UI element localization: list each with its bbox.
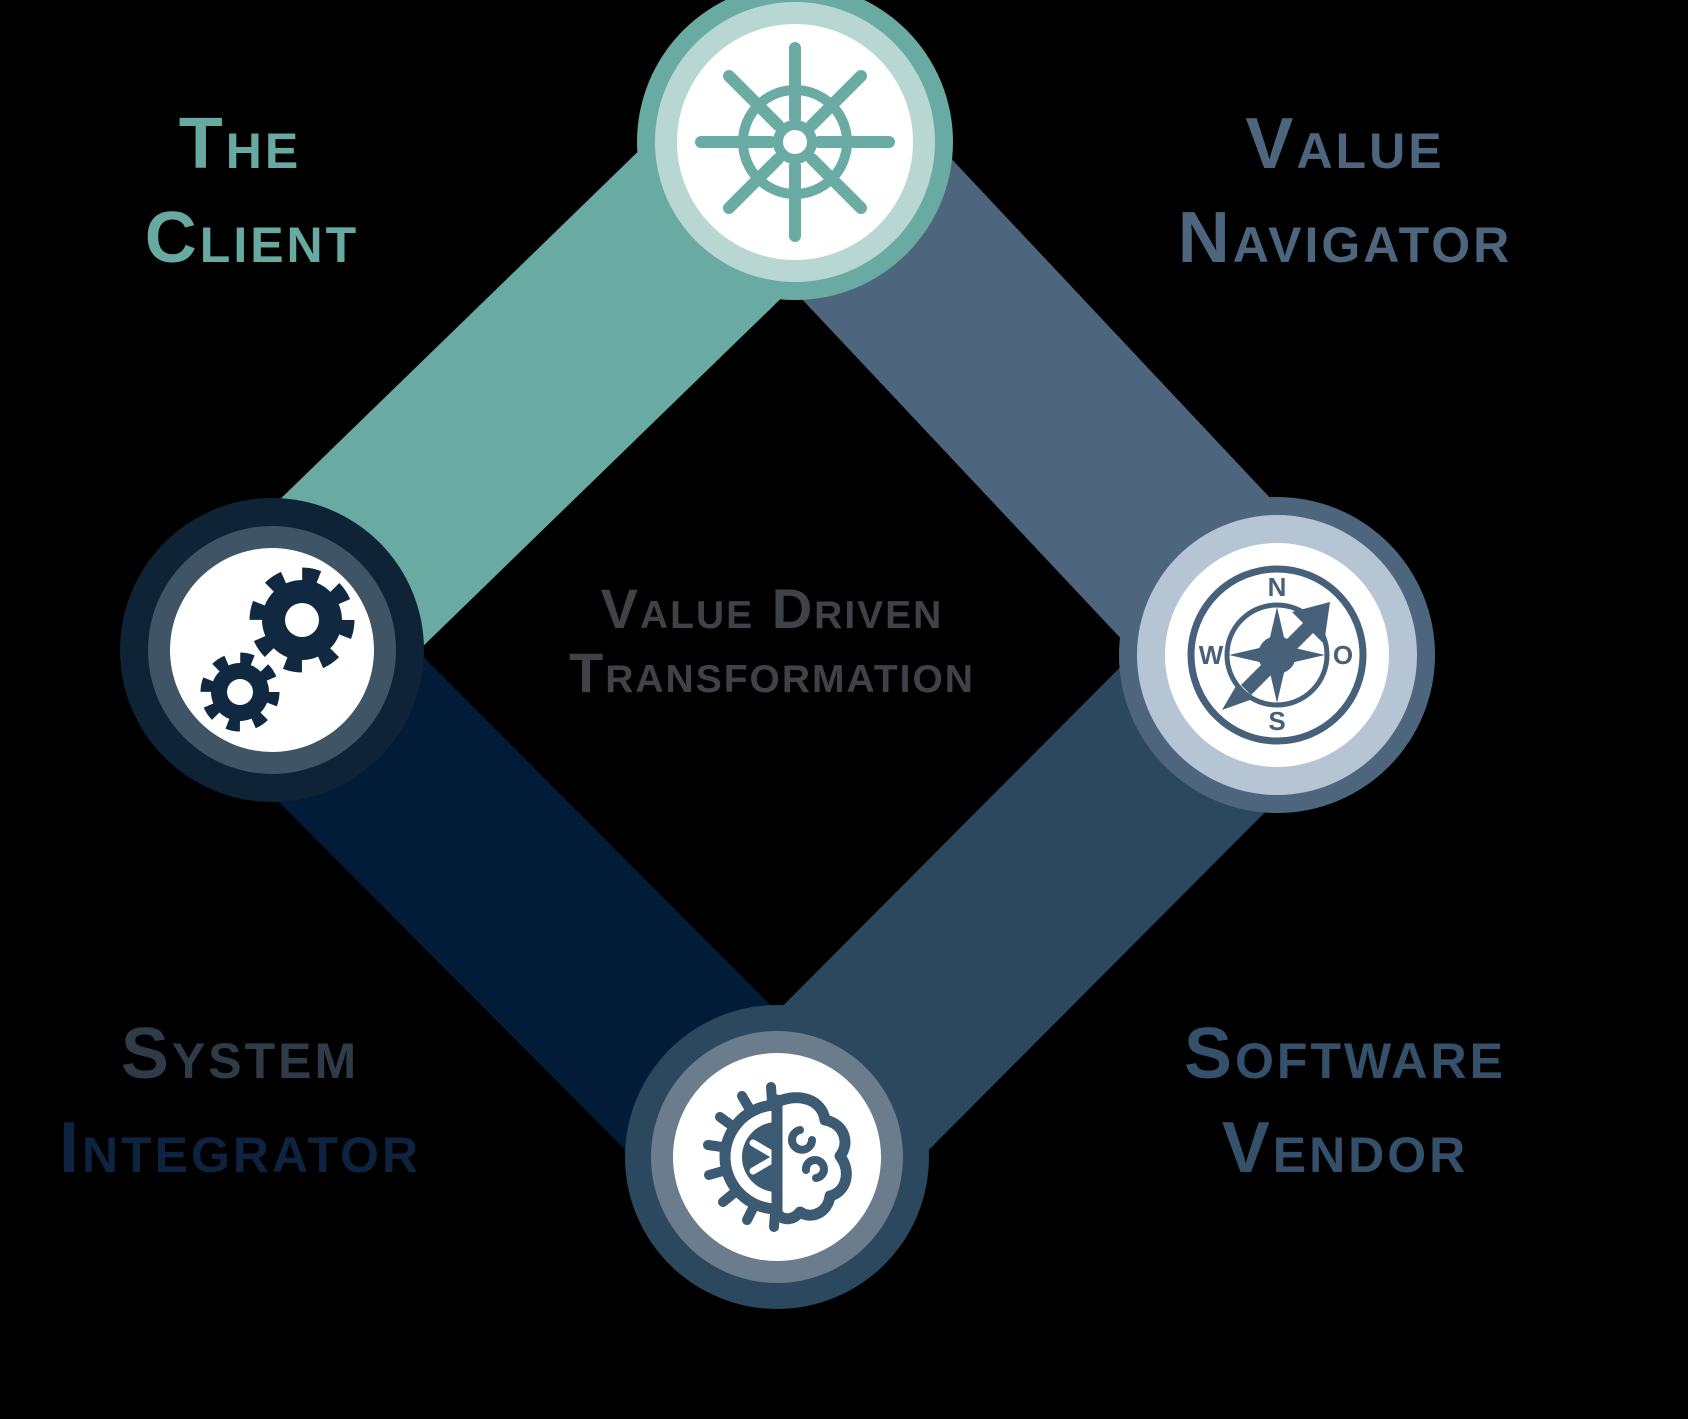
small-gear-teeth [200, 652, 280, 732]
label-system-integrator-line1: System [121, 1014, 359, 1094]
helm-icon [695, 42, 895, 242]
brain-gear-half-ring [719, 1099, 783, 1215]
compass-letter-south: S [1268, 706, 1285, 736]
label-software-vendor: Software Vendor [1184, 1014, 1506, 1188]
brain-gear-half-disc [742, 1122, 777, 1192]
label-client-line2: Client [145, 198, 359, 278]
label-software-vendor-line1: Software [1184, 1014, 1506, 1094]
label-client-line1: The [179, 104, 301, 184]
center-title: Value Driven Transformation [569, 577, 975, 704]
label-system-integrator-line2: Integrator [59, 1108, 421, 1188]
compass-letter-north: N [1268, 572, 1287, 602]
compass-center-dot [1258, 636, 1296, 674]
node-system-integrator [120, 498, 424, 802]
label-client: The Client [145, 104, 359, 278]
helm-hub [773, 120, 817, 164]
node-software-vendor [625, 1005, 929, 1309]
large-gear-hole [285, 603, 319, 637]
center-title-line2: Transformation [569, 641, 975, 704]
label-value-navigator-line2: Navigator [1178, 198, 1513, 278]
small-gear-hole [227, 679, 253, 705]
gears-icon [200, 567, 355, 732]
node-value-navigator: N S W O [1119, 497, 1435, 813]
center-title-line1: Value Driven [601, 577, 944, 640]
brain-folds [788, 1126, 828, 1182]
helm-spokes [695, 42, 895, 242]
label-value-navigator: Value Navigator [1178, 104, 1513, 278]
compass-inner-circle [1224, 602, 1330, 708]
compass-outer-circle [1187, 565, 1367, 745]
compass-letter-west: W [1199, 640, 1224, 670]
large-gear-teeth [249, 567, 355, 673]
compass-icon: N S W O [1187, 565, 1367, 745]
label-value-navigator-line1: Value [1245, 104, 1444, 184]
label-system-integrator: System Integrator [59, 1014, 421, 1188]
brain-outline [771, 1092, 852, 1225]
compass-needle-southwest [1222, 686, 1250, 710]
label-software-vendor-line2: Vendor [1222, 1108, 1469, 1188]
compass-letter-east: O [1333, 640, 1353, 670]
node-client [637, 0, 953, 300]
brain-gear-icon [703, 1082, 852, 1232]
